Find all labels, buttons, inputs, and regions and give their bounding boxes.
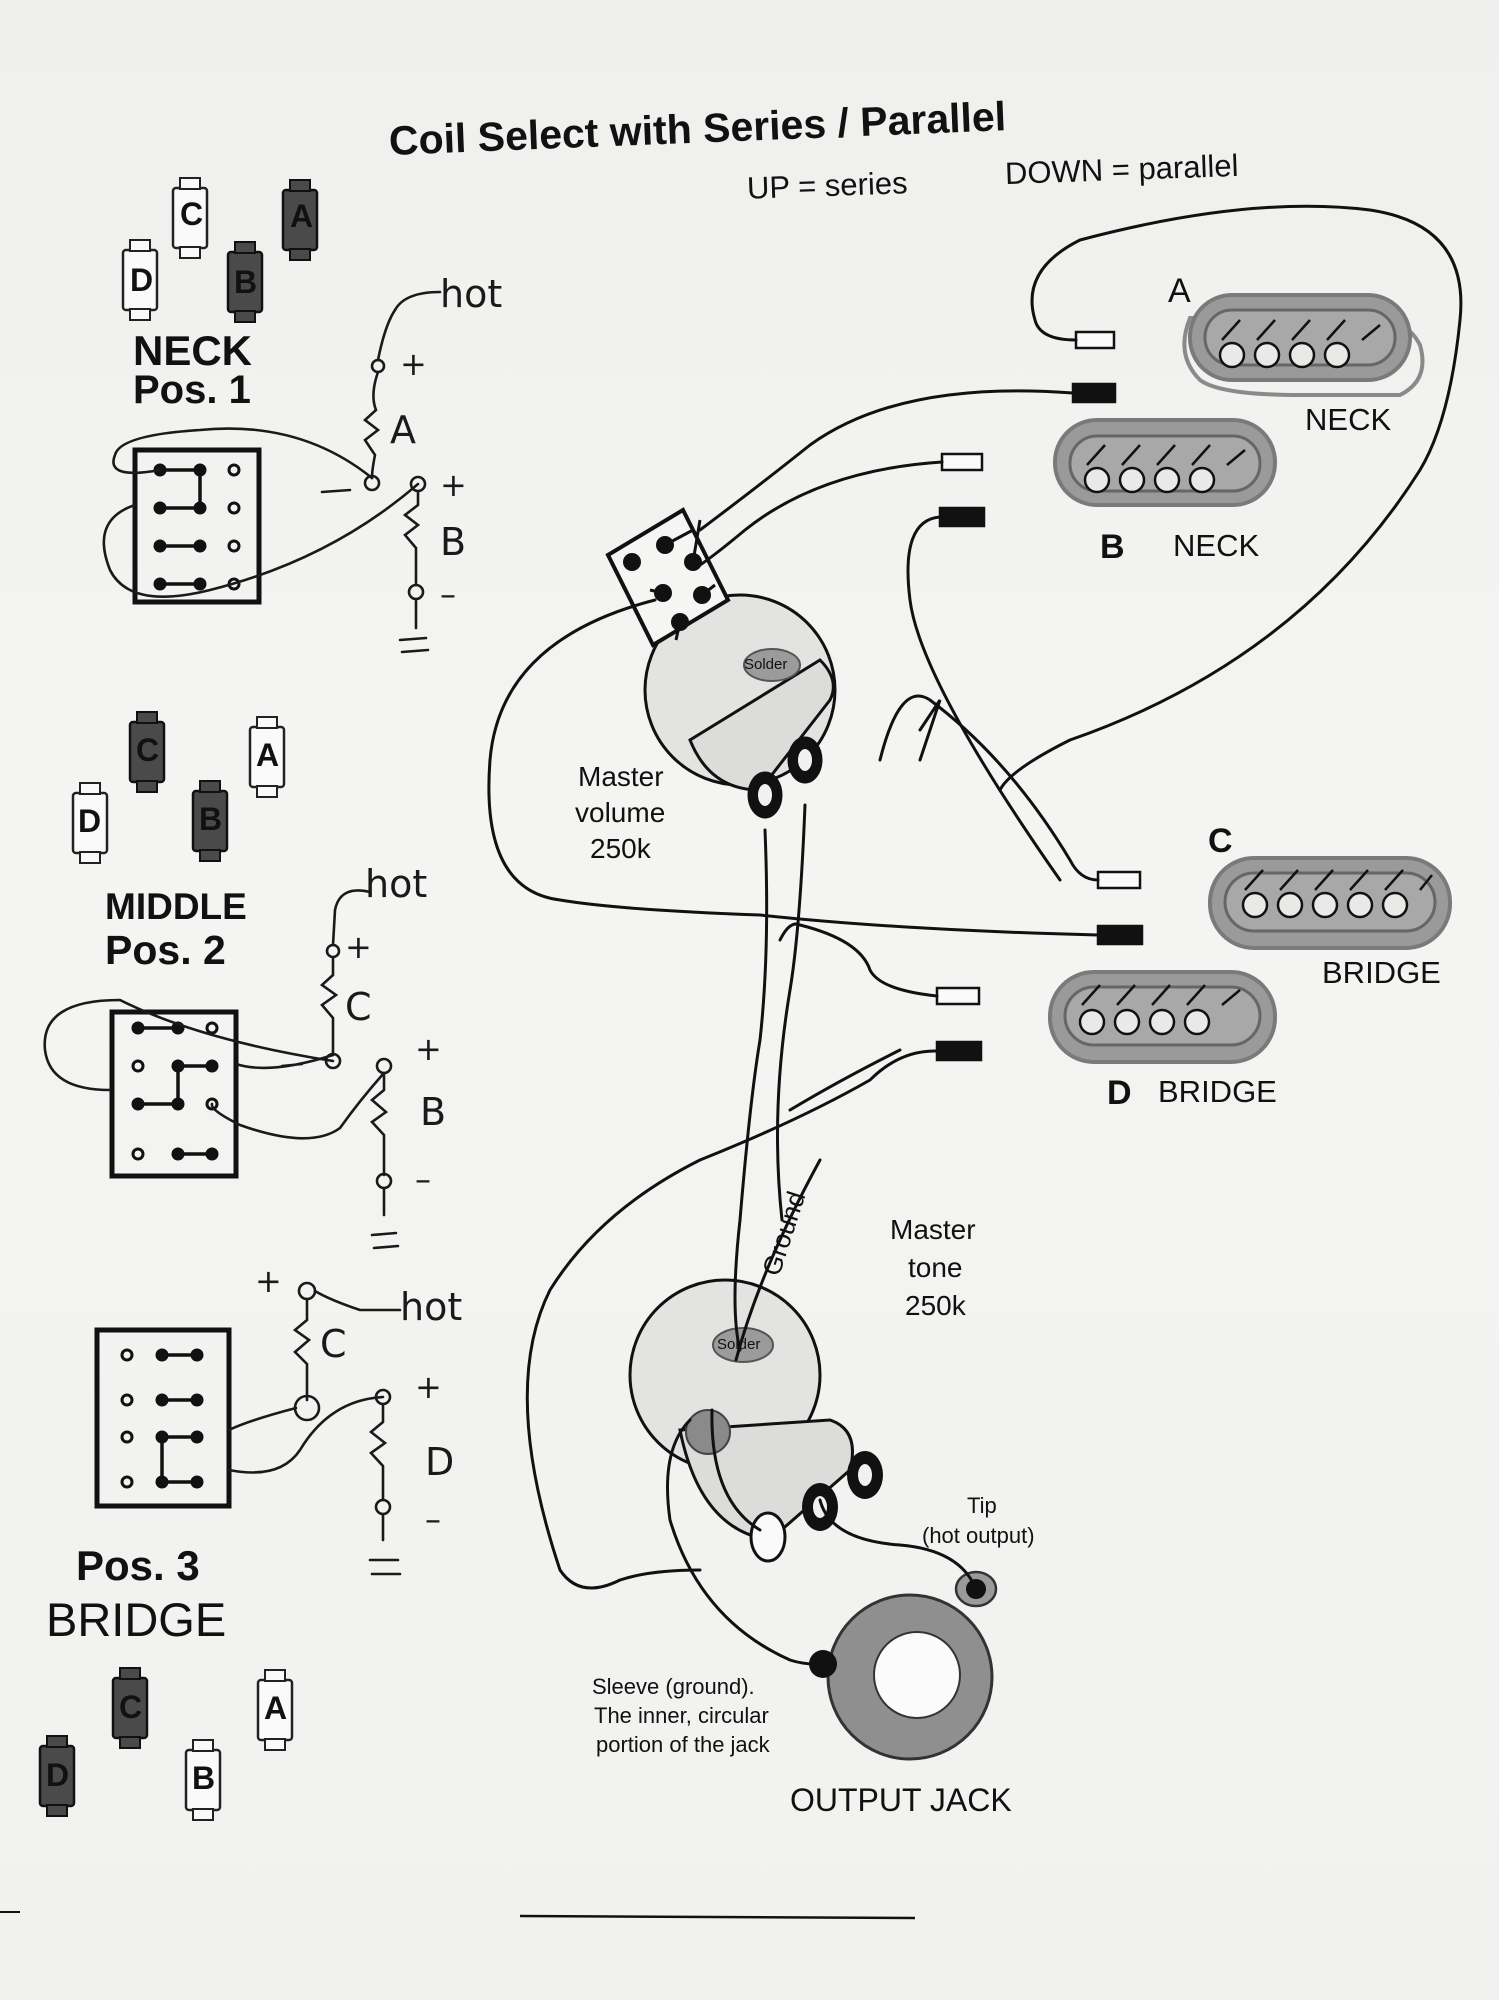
push-pull-switch (605, 507, 731, 648)
pickup-label-c: C (1208, 822, 1233, 860)
pos2-switch-block (109, 1009, 239, 1179)
pos3-switch-block (94, 1327, 232, 1509)
pos2-coil-c: C (345, 985, 372, 1029)
output-jack (809, 1570, 998, 1761)
pickup-label-b: B (1100, 528, 1125, 566)
pos3-hot: hot (400, 1285, 463, 1329)
pos3-letter-d: D (46, 1757, 70, 1793)
neck-label-upper: NECK (1305, 402, 1392, 437)
pos2-letter-d: D (78, 803, 102, 839)
pos3-coil-c: C (320, 1322, 347, 1366)
neck-pickup-a (1182, 293, 1425, 397)
pos3-coil-d: D (425, 1440, 455, 1484)
pos3-letter-a: A (264, 1690, 288, 1726)
volume-label-2: volume (575, 797, 666, 828)
pos2-plus-b: + (415, 1030, 442, 1068)
sleeve-line-3: portion of the jack (596, 1732, 770, 1757)
tone-label-1: Master (890, 1214, 976, 1245)
bridge-pickup-c (1208, 856, 1452, 950)
pos3-label-bridge: BRIDGE (46, 1593, 227, 1646)
pos2-plus-c: + (345, 928, 372, 966)
pos1-coil-b: B (440, 520, 467, 564)
tone-label-2: tone (908, 1252, 963, 1283)
pos1-letter-b: B (234, 264, 258, 300)
pos2-hot: hot (365, 862, 428, 906)
pos1-coil-icons (121, 176, 319, 324)
output-jack-label: OUTPUT JACK (790, 1782, 1012, 1818)
pos3-plus-d: + (415, 1368, 442, 1406)
pos1-letter-d: D (130, 262, 154, 298)
volume-solder: Solder (744, 656, 788, 673)
pos2-coil-icons (71, 710, 286, 865)
tip-label: Tip (967, 1493, 997, 1518)
tip-note: (hot output) (922, 1523, 1035, 1548)
pos2-letter-b: B (199, 801, 223, 837)
subtitle-up: UP = series (746, 165, 909, 206)
pos2-label-pos: Pos. 2 (105, 927, 226, 973)
wiring (487, 204, 1463, 1666)
pos3-letter-b: B (192, 1760, 216, 1796)
neck-label-lower: NECK (1173, 528, 1260, 563)
tone-solder: Solder (717, 1336, 761, 1353)
pos1-letter-c: C (180, 196, 204, 232)
pos1-plus-b: + (440, 466, 467, 504)
pos1-minus: – (440, 575, 456, 613)
pos3-minus: – (425, 1500, 441, 1538)
master-volume-pot (643, 593, 837, 819)
pos3-coil-icons (38, 1666, 294, 1822)
master-tone-pot (628, 1278, 883, 1563)
pos3-label-pos: Pos. 3 (76, 1542, 200, 1589)
pos2-letter-c: C (136, 732, 160, 768)
pos3-letter-c: C (119, 1689, 143, 1725)
pos2-minus: – (415, 1160, 431, 1198)
pos1-plus-a: + (400, 345, 427, 383)
pos2-letter-a: A (256, 737, 280, 773)
bottom-line (519, 1914, 916, 1920)
bridge-pickup-d (1048, 970, 1277, 1064)
sleeve-line-1: Sleeve (ground). (592, 1674, 755, 1699)
pos1-coil-a: A (390, 408, 416, 452)
pos1-label-pos: Pos. 1 (133, 368, 251, 412)
sleeve-line-2: The inner, circular (594, 1703, 769, 1728)
volume-label-1: Master (578, 761, 664, 792)
hand-schematics (43, 290, 442, 1576)
pickup-label-a: A (1168, 272, 1191, 310)
pos1-letter-a: A (290, 198, 314, 234)
bridge-label-upper: BRIDGE (1322, 955, 1441, 990)
volume-label-3: 250k (590, 833, 651, 864)
pos2-label-middle: MIDDLE (105, 886, 247, 927)
pickup-label-d: D (1107, 1074, 1132, 1112)
pos1-switch-block (132, 447, 262, 605)
tone-label-3: 250k (905, 1290, 966, 1321)
neck-pickup-b (1053, 418, 1277, 507)
pos1-label-neck: NECK (133, 327, 253, 374)
pos1-hot: hot (440, 272, 503, 316)
pos2-coil-b: B (420, 1090, 447, 1134)
pos3-plus-c: + (255, 1262, 282, 1300)
bridge-label-lower: BRIDGE (1158, 1074, 1277, 1109)
